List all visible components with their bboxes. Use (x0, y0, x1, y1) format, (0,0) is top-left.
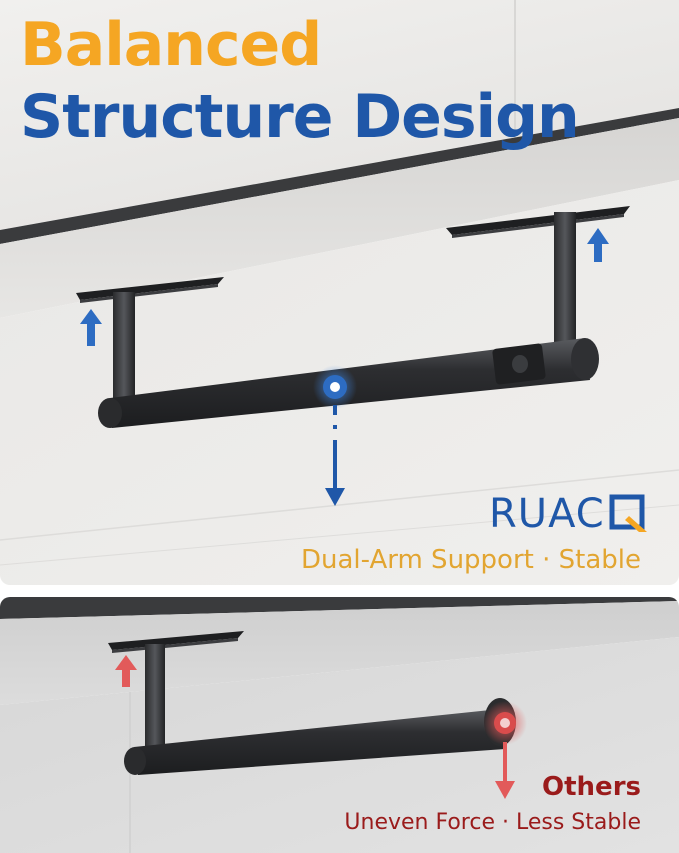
arrow-down-icon (495, 742, 515, 799)
headline-line-1: Balanced (20, 10, 322, 80)
headline-line-2: Structure Design (20, 82, 580, 152)
brand-logo: RUAC (489, 492, 649, 536)
arrow-down-icon (325, 405, 345, 506)
brand-name: RUAC (489, 491, 605, 537)
end-point-icon (483, 701, 527, 745)
less-stable-tagline: Uneven Force · Less Stable (344, 810, 641, 835)
stable-tagline: Dual-Arm Support · Stable (300, 545, 641, 575)
top-scene-image: Balanced Structure Design RUAC Dual-Arm … (0, 0, 679, 585)
center-point-icon (313, 365, 357, 409)
q-bracket-logo-icon (609, 494, 647, 532)
dual-arm-holder-illustration (0, 0, 679, 585)
bottom-scene-image (0, 597, 679, 853)
single-arm-holder-illustration (0, 597, 679, 853)
others-title: Others (542, 772, 641, 802)
arrow-up-icon (587, 228, 609, 262)
arrow-up-icon (80, 309, 102, 346)
arrow-up-icon (115, 655, 137, 687)
